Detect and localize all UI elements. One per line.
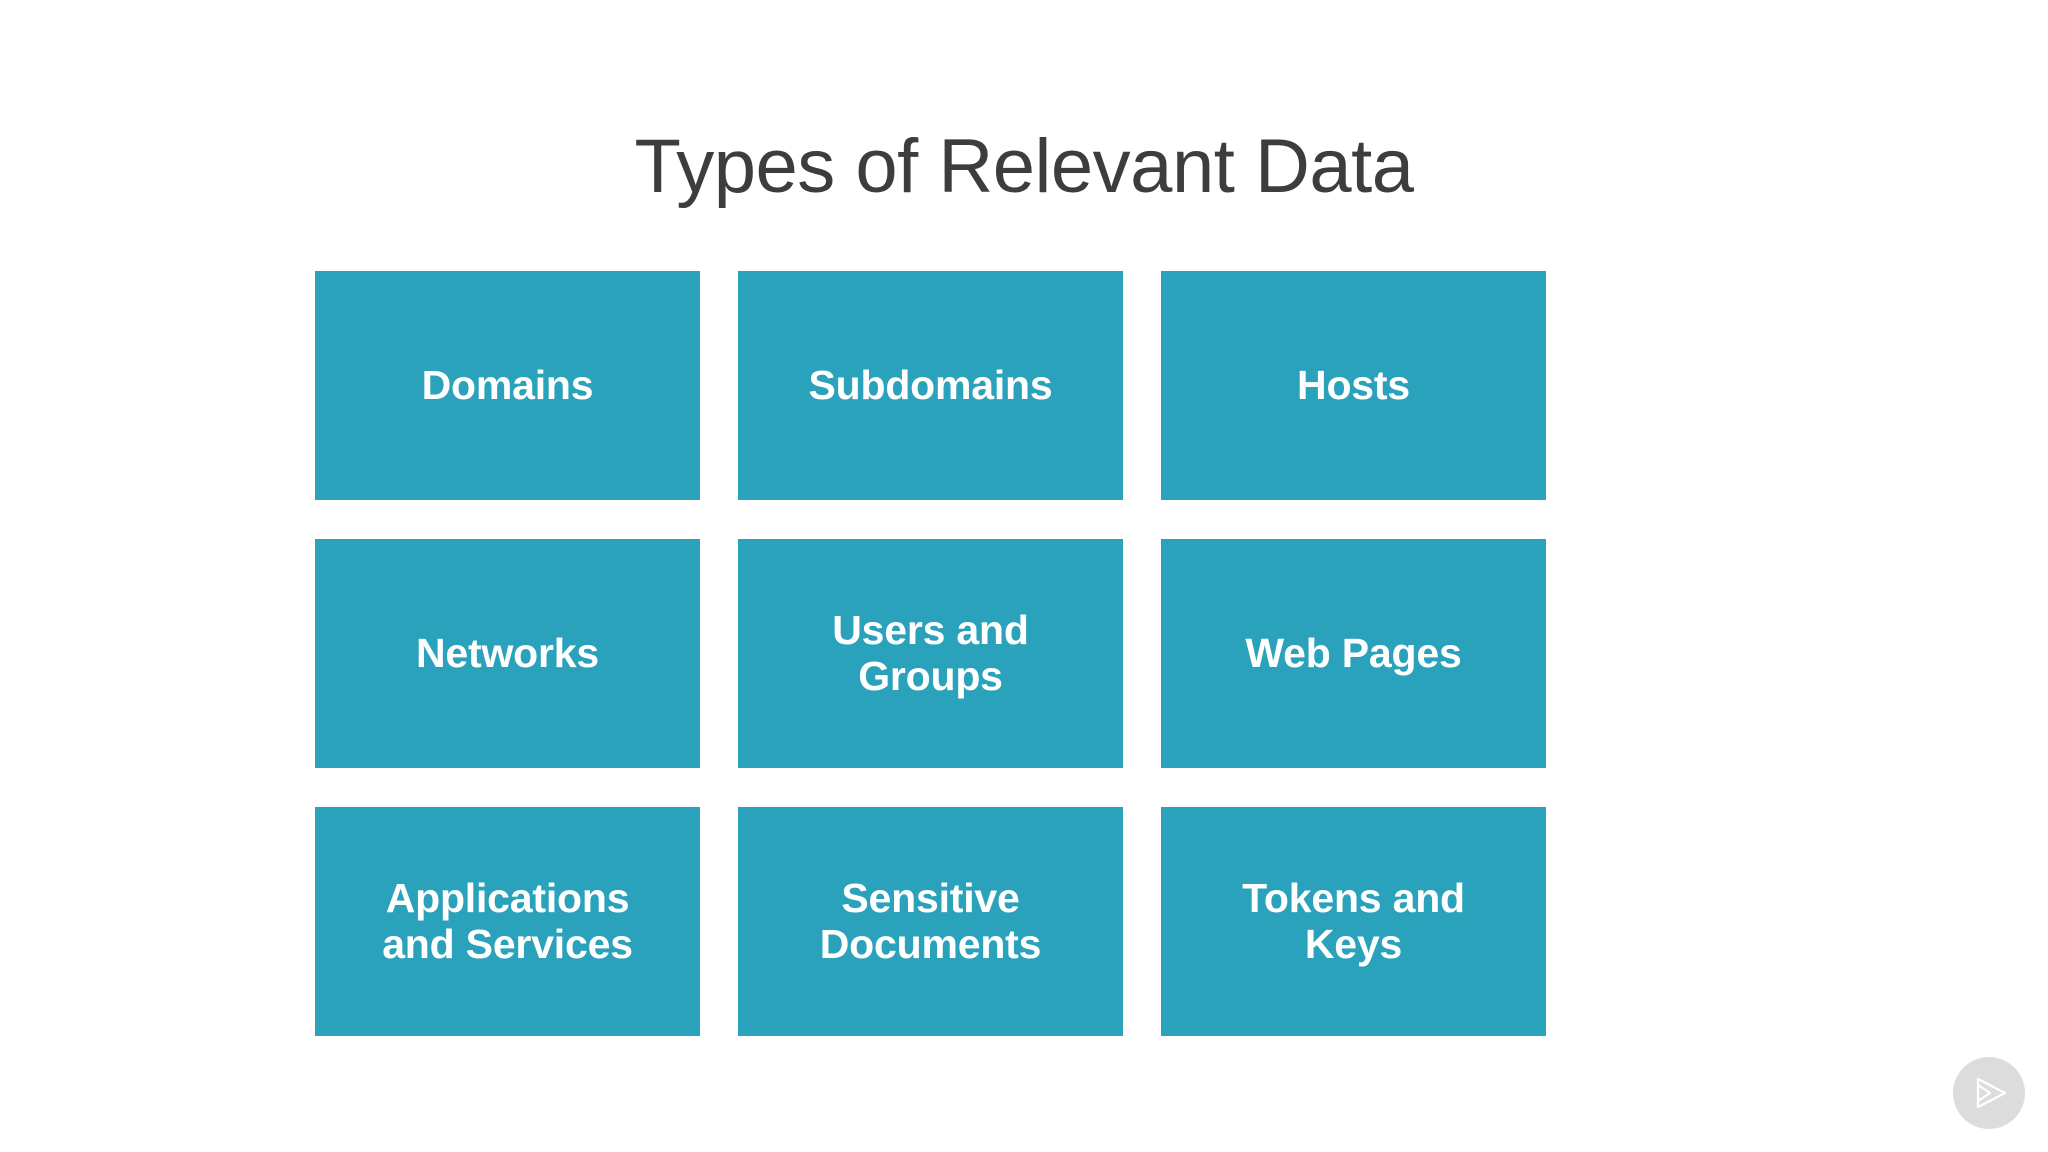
card-label: Users and Groups [832, 606, 1029, 699]
card-label: Applications and Services [382, 874, 633, 967]
card-domains[interactable]: Domains [315, 271, 700, 500]
card-label: Domains [421, 361, 594, 408]
card-hosts[interactable]: Hosts [1161, 271, 1546, 500]
card-users-and-groups[interactable]: Users and Groups [738, 539, 1123, 768]
card-label: Hosts [1297, 361, 1410, 408]
page-title: Types of Relevant Data [634, 123, 1414, 209]
card-label: Sensitive Documents [819, 874, 1042, 967]
play-triangle-icon [1953, 1057, 2025, 1129]
card-applications-and-services[interactable]: Applications and Services [315, 807, 700, 1036]
card-grid: Domains Subdomains Hosts Networks Users … [315, 271, 1637, 1036]
card-tokens-and-keys[interactable]: Tokens and Keys [1161, 807, 1546, 1036]
card-label: Tokens and Keys [1242, 874, 1465, 967]
card-subdomains[interactable]: Subdomains [738, 271, 1123, 500]
card-web-pages[interactable]: Web Pages [1161, 539, 1546, 768]
card-sensitive-documents[interactable]: Sensitive Documents [738, 807, 1123, 1036]
card-label: Web Pages [1245, 629, 1462, 676]
card-networks[interactable]: Networks [315, 539, 700, 768]
card-label: Subdomains [808, 361, 1053, 408]
card-label: Networks [416, 629, 599, 676]
